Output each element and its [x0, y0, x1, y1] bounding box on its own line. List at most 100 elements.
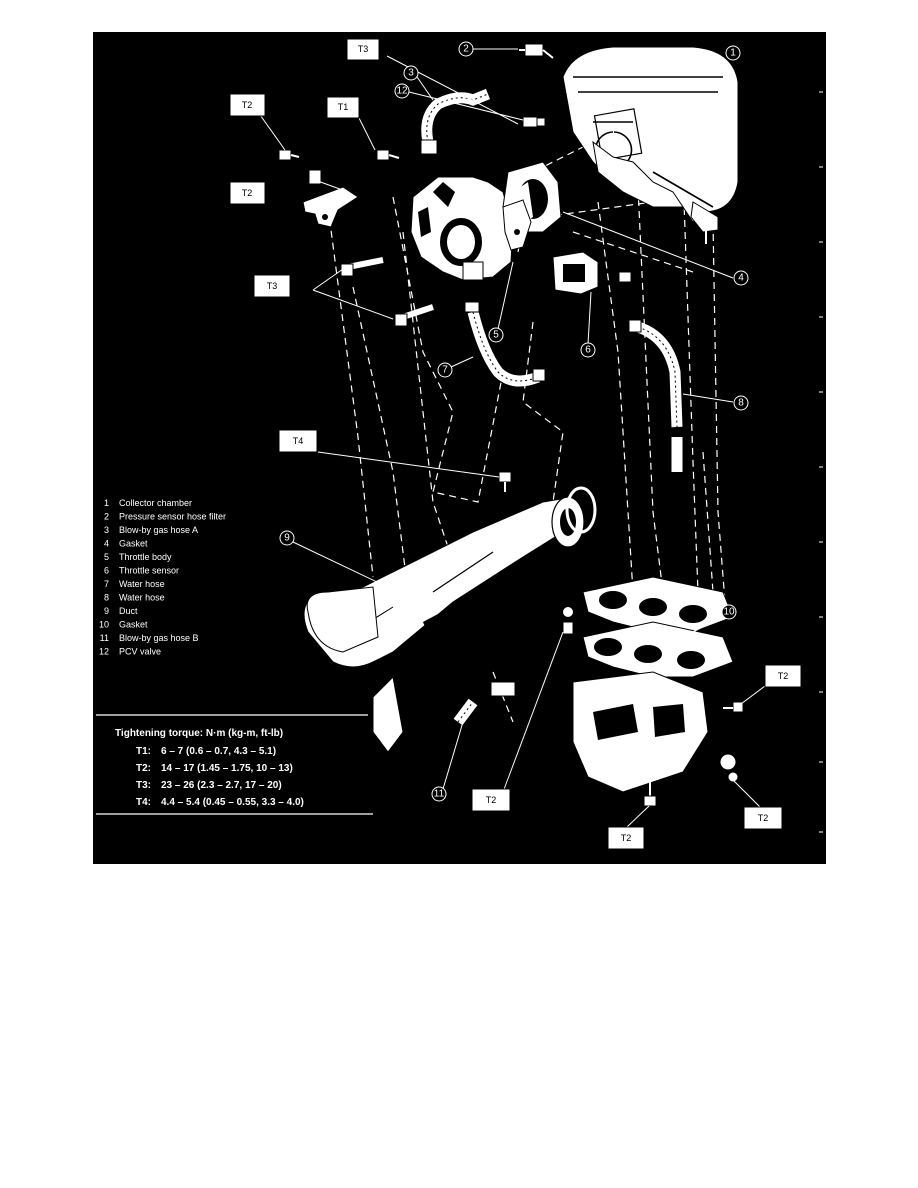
torque-tag-t4: T4 — [278, 429, 318, 453]
svg-text:T1: T1 — [338, 102, 349, 112]
leader-lines — [257, 48, 770, 828]
legend-label: PCV valve — [119, 647, 161, 657]
callout-5: 5 — [488, 327, 504, 343]
torque-title: Tightening torque: N·m (kg-m, ft-lb) — [115, 728, 283, 739]
pcv-valve — [522, 116, 546, 128]
t2-bolt-right — [723, 701, 744, 713]
torque-value: 6 – 7 (0.6 – 0.7, 4.3 – 5.1) — [161, 746, 276, 757]
torque-value: 23 – 26 (2.3 – 2.7, 17 – 20) — [161, 780, 282, 791]
t3-bolt-long-upper — [340, 257, 384, 277]
throttle-sensor — [552, 251, 632, 295]
pressure-sensor-hose-filter — [519, 43, 554, 59]
legend-label: Collector chamber — [119, 498, 192, 508]
torque-tag-t2-right: T2 — [764, 664, 802, 688]
throttle-connector — [502, 199, 532, 251]
water-hose-8 — [628, 319, 683, 472]
callout-3: 3 — [403, 65, 419, 81]
bracket — [302, 169, 359, 228]
svg-text:2: 2 — [463, 44, 469, 55]
legend-number: 9 — [104, 606, 109, 616]
torque-tag: T4: — [136, 797, 151, 808]
callout-1: 1 — [725, 45, 741, 61]
svg-text:T4: T4 — [293, 436, 304, 446]
callout-8: 8 — [733, 395, 749, 411]
callout-10: 10 — [721, 604, 737, 620]
legend-number: 1 — [104, 498, 109, 508]
t1-bolt — [376, 149, 400, 161]
torque-value: 4.4 – 5.4 (0.45 – 0.55, 3.3 – 4.0) — [161, 797, 304, 808]
svg-text:12: 12 — [396, 86, 408, 97]
callout-4: 4 — [733, 270, 749, 286]
legend-number: 4 — [104, 539, 109, 549]
diagram-canvas: T3 T1 T2 T2 T3 T4 T2 T2 T2 T2 1 2 — [96, 38, 823, 850]
torque-tag: T2: — [136, 763, 151, 774]
edge-ticks — [819, 91, 823, 833]
legend-label: Water hose — [119, 593, 165, 603]
svg-text:6: 6 — [585, 345, 591, 356]
blow-by-gas-hose-a — [420, 88, 491, 155]
torque-tag: T3: — [136, 780, 151, 791]
t3-bolt-long-lower — [394, 304, 434, 327]
svg-text:T2: T2 — [778, 671, 789, 681]
legend-number: 11 — [100, 633, 109, 643]
svg-text:10: 10 — [723, 607, 735, 618]
torque-tag-t2-b: T2 — [229, 181, 266, 205]
torque-tag-t3-top: T3 — [346, 38, 380, 61]
torque-tag: T1: — [136, 746, 151, 757]
assembly-dash-lines — [327, 141, 726, 723]
t4-bolt — [498, 471, 512, 492]
callout-12: 12 — [394, 83, 410, 99]
callout-6: 6 — [580, 342, 596, 358]
svg-text:T2: T2 — [621, 833, 632, 843]
exploded-diagram: T3 T1 T2 T2 T3 T4 T2 T2 T2 T2 1 2 — [93, 32, 826, 864]
torque-tag-t2-bottom-mid: T2 — [607, 826, 645, 850]
legend-number: 12 — [99, 647, 109, 657]
torque-tag-t2-bottom-left: T2 — [471, 788, 511, 812]
legend-number: 8 — [104, 593, 109, 603]
blow-by-gas-hose-b — [453, 681, 516, 726]
callout-7: 7 — [437, 362, 453, 378]
svg-text:T2: T2 — [486, 795, 497, 805]
svg-text:1: 1 — [730, 48, 736, 59]
t2-bolt-lower-mid — [643, 777, 657, 807]
legend-label: Gasket — [119, 620, 148, 630]
legend-number: 6 — [104, 566, 109, 576]
callout-2: 2 — [458, 41, 474, 57]
svg-text:11: 11 — [434, 789, 445, 800]
svg-text:8: 8 — [738, 398, 744, 409]
throttle-body — [410, 176, 514, 281]
torque-tag-t1: T1 — [326, 96, 360, 119]
svg-text:4: 4 — [738, 273, 744, 284]
callout-11: 11 — [431, 786, 447, 802]
svg-text:3: 3 — [408, 68, 414, 79]
torque-table: T1: 6 – 7 (0.6 – 0.7, 4.3 – 5.1) T2: 14 – 1… — [136, 746, 304, 808]
svg-text:T3: T3 — [267, 281, 278, 291]
legend-label: Blow-by gas hose B — [119, 633, 199, 643]
t2-bolt-upper — [278, 149, 300, 161]
svg-text:T2: T2 — [758, 813, 769, 823]
legend-label: Throttle body — [119, 552, 172, 562]
legend-label: Blow-by gas hose A — [119, 525, 198, 535]
torque-tag-t3-mid: T3 — [253, 274, 291, 298]
gasket-manifold — [582, 576, 734, 678]
legend-number: 5 — [104, 552, 109, 562]
intake-manifold — [572, 671, 739, 793]
hose-clamp — [565, 486, 597, 534]
legend-label: Pressure sensor hose filter — [119, 512, 226, 522]
torque-tag-t2-bottom-right: T2 — [743, 806, 783, 830]
legend-label: Water hose — [119, 579, 165, 589]
torque-tag-t2-a: T2 — [229, 93, 266, 117]
water-hose-7 — [464, 301, 546, 387]
legend-number: 7 — [104, 579, 109, 589]
t2-nut-lower-left — [562, 607, 574, 635]
legend-label: Duct — [119, 606, 138, 616]
legend-number: 10 — [99, 620, 109, 630]
svg-text:T2: T2 — [242, 100, 253, 110]
collector-chamber — [562, 46, 739, 244]
svg-text:T3: T3 — [358, 44, 369, 54]
torque-value: 14 – 17 (1.45 – 1.75, 10 – 13) — [161, 763, 293, 774]
svg-text:5: 5 — [493, 330, 499, 341]
legend-label: Throttle sensor — [119, 566, 179, 576]
left-pipe — [306, 586, 404, 753]
